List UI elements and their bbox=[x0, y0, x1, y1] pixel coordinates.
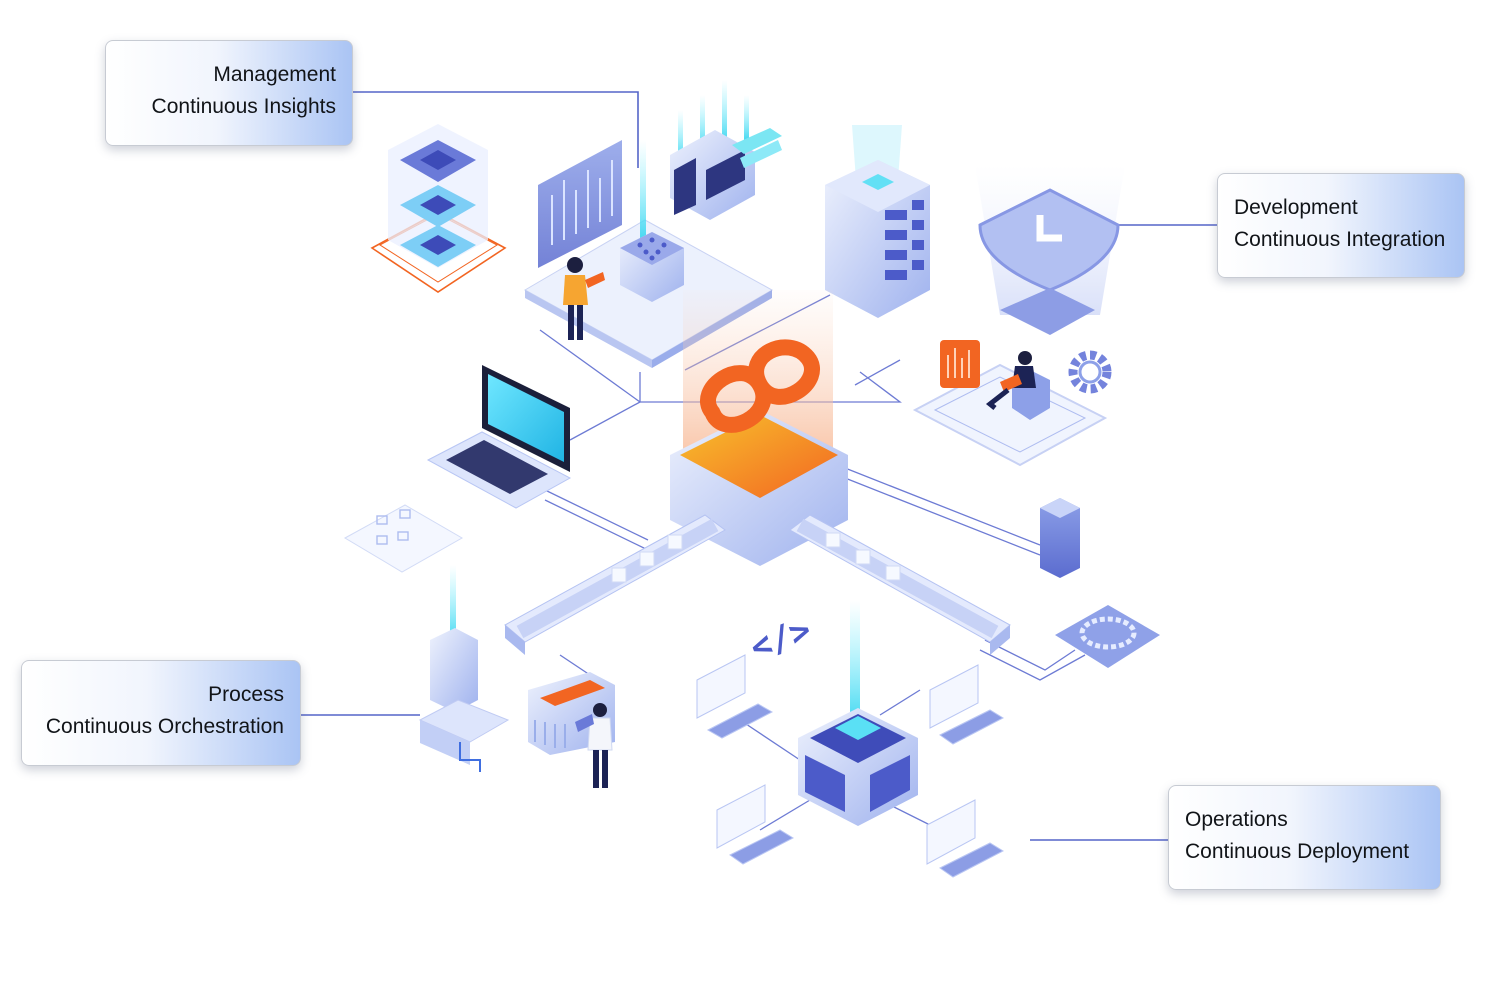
chip-stack bbox=[370, 124, 507, 293]
person-icon bbox=[563, 257, 605, 340]
label-management-title: Management bbox=[213, 63, 336, 86]
monitor-icon bbox=[696, 654, 1005, 878]
router-icon bbox=[670, 80, 782, 220]
label-connectors bbox=[300, 91, 1217, 841]
label-development-title: Development bbox=[1234, 196, 1358, 219]
server-rack-icon bbox=[825, 125, 930, 318]
database-icon bbox=[1040, 498, 1080, 578]
conveyor-left bbox=[504, 514, 726, 655]
developer-platform bbox=[912, 340, 1108, 467]
operations-server bbox=[798, 600, 918, 826]
label-development-subtitle: Continuous Integration bbox=[1234, 228, 1446, 251]
code-icon: </> bbox=[745, 610, 816, 669]
label-process-subtitle: Continuous Orchestration bbox=[45, 715, 284, 738]
connector-management bbox=[352, 91, 639, 168]
gear-icon bbox=[1068, 350, 1112, 394]
shield-check-icon bbox=[975, 165, 1125, 335]
workbench bbox=[528, 672, 615, 788]
process-station bbox=[418, 565, 510, 772]
label-development: Development Continuous Integration bbox=[1217, 173, 1465, 278]
laptop-icon bbox=[426, 365, 572, 509]
hub-panel bbox=[343, 504, 464, 573]
bar-chart-icon bbox=[538, 140, 622, 268]
label-process: Process Continuous Orchestration bbox=[21, 660, 301, 766]
conveyor-right bbox=[789, 514, 1011, 655]
label-process-title: Process bbox=[208, 683, 284, 706]
label-operations-title: Operations bbox=[1185, 808, 1288, 831]
gear-plate-icon bbox=[1055, 605, 1160, 668]
label-operations: Operations Continuous Deployment bbox=[1168, 785, 1441, 890]
label-operations-subtitle: Continuous Deployment bbox=[1185, 840, 1410, 863]
label-management-subtitle: Continuous Insights bbox=[151, 95, 336, 118]
infinity-icon bbox=[700, 339, 820, 433]
label-management: Management Continuous Insights bbox=[105, 40, 353, 146]
